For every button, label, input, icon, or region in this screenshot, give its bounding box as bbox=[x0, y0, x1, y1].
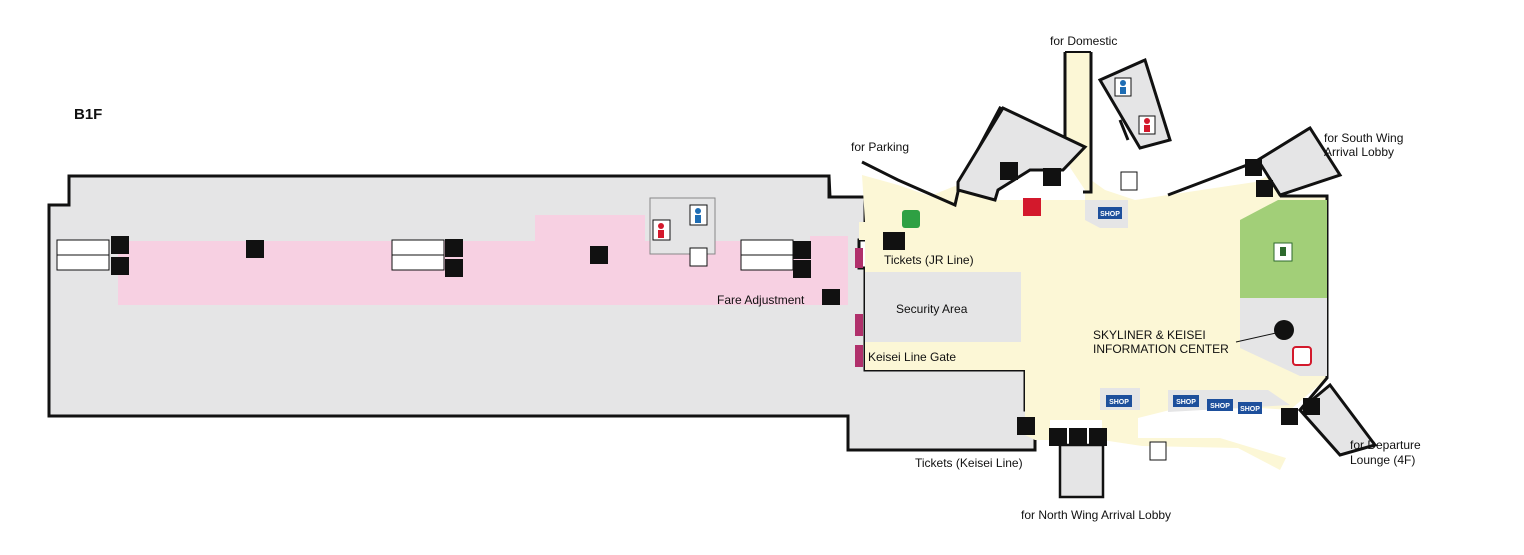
label-departure-2: Lounge (4F) bbox=[1350, 453, 1416, 467]
wheelchair-icon bbox=[1149, 441, 1167, 461]
floor-label: B1F bbox=[74, 106, 103, 123]
escalator-icon bbox=[1245, 159, 1273, 197]
label-departure-1: for Departure bbox=[1350, 438, 1421, 452]
label-north-wing: for North Wing Arrival Lobby bbox=[1021, 508, 1172, 522]
ticket-machine-icon bbox=[883, 232, 905, 250]
shop-sign: SHOP bbox=[1173, 395, 1199, 407]
parking-block bbox=[956, 106, 1088, 202]
shop-label: SHOP bbox=[1176, 399, 1196, 406]
shop-label: SHOP bbox=[1109, 399, 1129, 406]
label-tickets-jr: Tickets (JR Line) bbox=[884, 253, 974, 267]
shop-label: SHOP bbox=[1240, 406, 1260, 413]
hall-outline bbox=[827, 52, 1329, 411]
train-icon bbox=[1023, 198, 1041, 216]
shop-sign: SHOP bbox=[1207, 399, 1233, 411]
escalator-icon bbox=[445, 239, 463, 277]
restroom-block-upper bbox=[1097, 57, 1172, 150]
shop-sign: SHOP bbox=[1106, 395, 1132, 407]
shop-sign: SHOP bbox=[1238, 402, 1262, 414]
label-for-parking: for Parking bbox=[851, 140, 910, 154]
jr-transfer-icon bbox=[902, 210, 920, 228]
ticket-machine-icon bbox=[1017, 417, 1035, 435]
label-info-center-1: SKYLINER & KEISEI bbox=[1093, 328, 1206, 342]
female-restroom-icon bbox=[1138, 115, 1156, 135]
platform-area bbox=[118, 215, 848, 305]
bookmark-icon bbox=[1273, 242, 1293, 262]
label-tickets-keisei: Tickets (Keisei Line) bbox=[915, 456, 1023, 470]
escalator-icon bbox=[1281, 398, 1320, 425]
escalator-icon bbox=[1043, 168, 1061, 186]
escalator-icon bbox=[793, 241, 811, 278]
gate-marks bbox=[855, 248, 863, 367]
stairs-east bbox=[740, 239, 794, 271]
shop-label: SHOP bbox=[1210, 403, 1230, 410]
escalator-icon bbox=[111, 236, 129, 275]
shop-sign: SHOP bbox=[1098, 207, 1122, 219]
elevator-icon bbox=[246, 240, 264, 258]
wheelchair-icon bbox=[1120, 171, 1138, 191]
shop-label: SHOP bbox=[1100, 211, 1120, 218]
male-restroom-icon bbox=[689, 204, 708, 226]
label-keisei-gate: Keisei Line Gate bbox=[868, 350, 957, 364]
information-icon bbox=[1274, 320, 1294, 340]
female-restroom-icon bbox=[652, 219, 671, 241]
wheelchair-icon bbox=[689, 247, 708, 267]
counter-icon bbox=[1292, 346, 1312, 366]
security-area-block bbox=[865, 272, 1021, 342]
stairs-west bbox=[56, 239, 110, 271]
label-south-wing-1: for South Wing bbox=[1324, 131, 1404, 145]
elevator-icon bbox=[590, 246, 608, 264]
north-wing-passage bbox=[1058, 443, 1105, 499]
label-security-area: Security Area bbox=[896, 302, 968, 316]
stairs-middle bbox=[391, 239, 445, 271]
male-restroom-icon bbox=[1114, 77, 1132, 97]
ticket-machine-icon bbox=[822, 289, 840, 305]
label-info-center-2: INFORMATION CENTER bbox=[1093, 342, 1229, 356]
label-for-domestic: for Domestic bbox=[1050, 34, 1118, 48]
escalator-icon bbox=[1049, 428, 1107, 446]
label-fare-adjustment: Fare Adjustment bbox=[717, 293, 805, 307]
label-south-wing-2: Arrival Lobby bbox=[1324, 145, 1395, 159]
main-hall bbox=[859, 52, 1327, 470]
elevator-icon bbox=[1000, 162, 1018, 180]
info-leader-line bbox=[1235, 332, 1277, 343]
